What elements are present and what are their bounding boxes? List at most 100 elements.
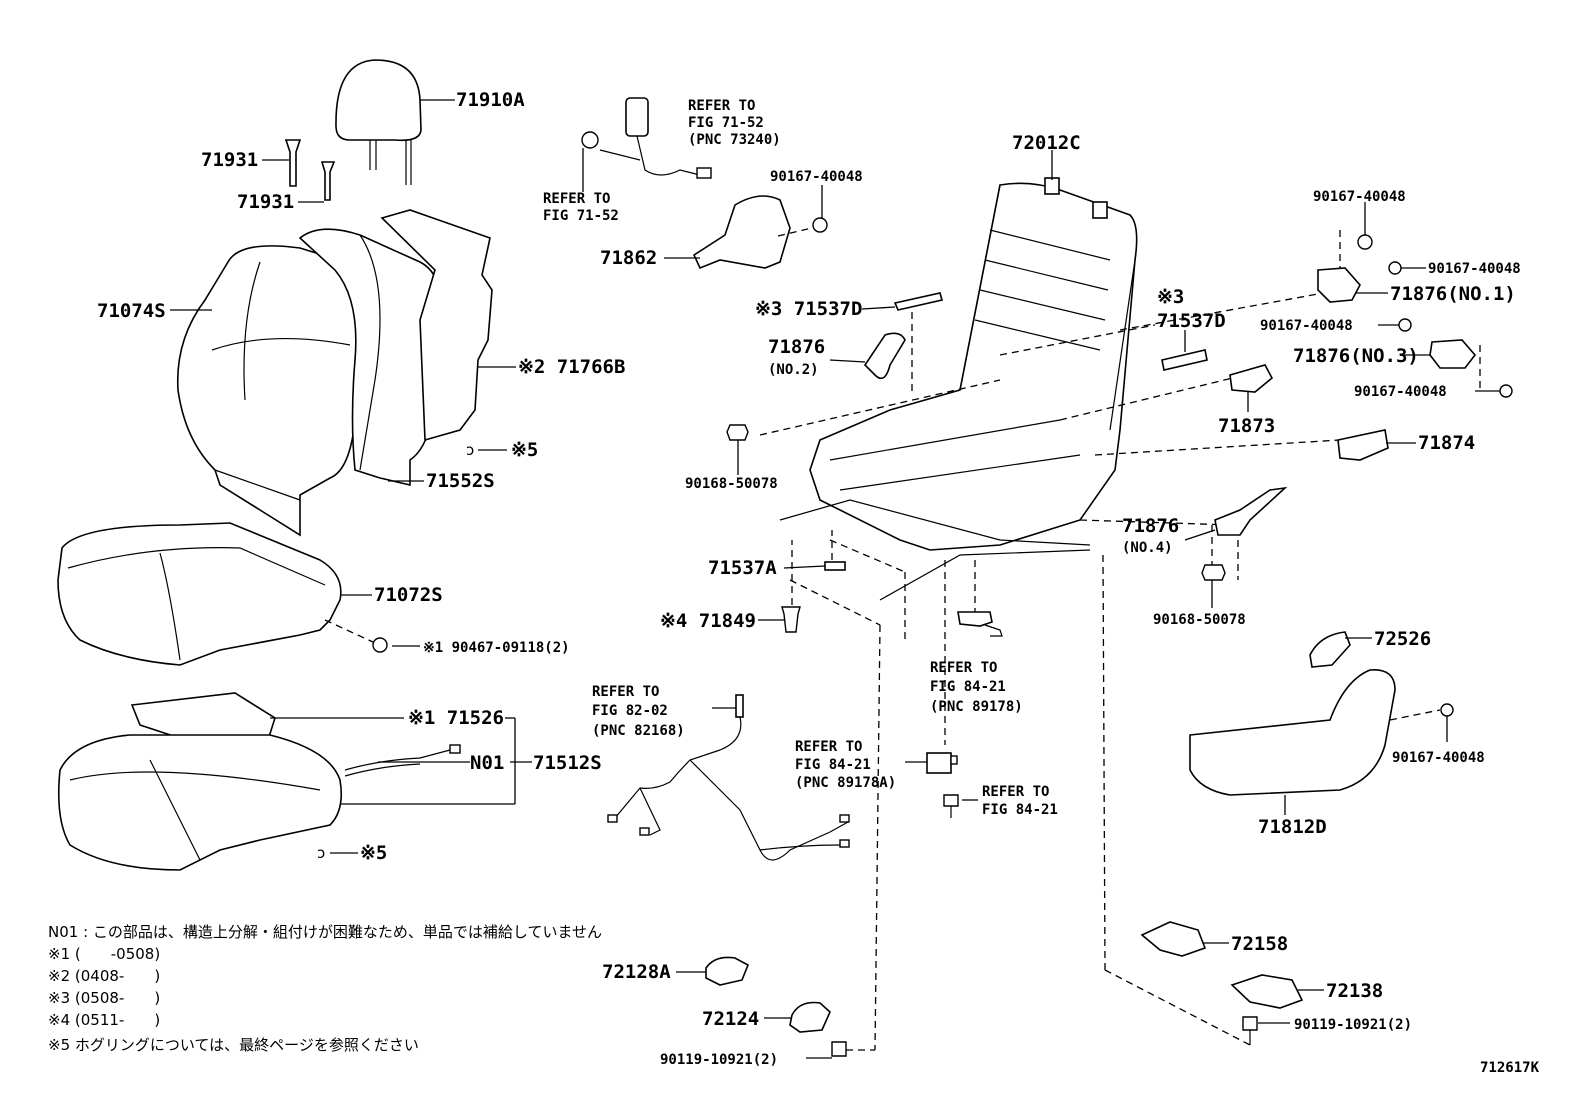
- ref-anchor-line2: FIG 71-52: [543, 208, 619, 224]
- label-N01: N01: [470, 752, 504, 774]
- label-71849: ※4 71849: [660, 610, 756, 632]
- label-71876-no2-sub: (NO.2): [768, 362, 819, 378]
- ref-belt-line1: REFER TO: [688, 98, 755, 114]
- cover-71876-no3-icon: [1429, 339, 1477, 369]
- label-71537D-left: ※3 71537D: [755, 298, 862, 320]
- seat-heater-icon: [344, 744, 461, 777]
- screw-icon: [1357, 234, 1373, 250]
- label-71526: ※1 71526: [408, 707, 504, 729]
- cap-72124-icon: [789, 1001, 831, 1033]
- screw-icon: [1388, 261, 1402, 275]
- label-71876-no4: 71876: [1122, 515, 1179, 537]
- label-71931-lower: 71931: [237, 191, 294, 213]
- label-90119-10921-left: 90119-10921(2): [660, 1052, 778, 1068]
- note-5: ※5 ホグリングについては、最終ページを参照ください: [48, 1036, 419, 1054]
- label-90167-40048-top: 90167-40048: [770, 169, 863, 185]
- label-90467-09118: ※1 90467-09118(2): [423, 640, 570, 656]
- seatback-cover-icon: [176, 245, 364, 537]
- label-72158: 72158: [1231, 933, 1288, 955]
- ref-harness-line3: (PNC 82168): [592, 723, 685, 739]
- screw-icon: [1499, 384, 1513, 398]
- knob-72526-icon: [1309, 631, 1351, 668]
- label-71537A: 71537A: [708, 557, 777, 579]
- label-72128A: 72128A: [602, 961, 671, 983]
- label-72012C: 72012C: [1012, 132, 1081, 154]
- cover-72138-icon: [1230, 974, 1304, 1009]
- cushion-cover-icon: [57, 522, 342, 666]
- label-71812D: 71812D: [1258, 816, 1327, 838]
- label-71072S: 71072S: [374, 584, 443, 606]
- label-90119-10921-right: 90119-10921(2): [1294, 1017, 1412, 1033]
- ref-switch-line2: FIG 84-21: [795, 757, 871, 773]
- screw-icon: [812, 217, 828, 233]
- ref-harness-line1: REFER TO: [592, 684, 659, 700]
- note-4: ※4 (0511- ): [48, 1011, 160, 1029]
- strip-71537D-icon: [893, 292, 944, 311]
- label-72124: 72124: [702, 1008, 759, 1030]
- cap-72128A-icon: [705, 956, 750, 986]
- pad-71537A-icon: [824, 561, 846, 571]
- hog-ring-icon: ↄ: [466, 441, 474, 459]
- note-N01: N01 : この部品は、構造上分解・組付けが困難なため、単品では補給していません: [48, 923, 602, 941]
- label-71074S: 71074S: [97, 300, 166, 322]
- wire-harness-icon: [607, 694, 850, 861]
- label-71876-no2: 71876: [768, 336, 825, 358]
- label-hog-ring-lower: ※5: [360, 842, 387, 864]
- headrest-support-icon: [284, 139, 336, 201]
- label-71512S: 71512S: [533, 752, 602, 774]
- label-90167-40048-r3: 90167-40048: [1260, 318, 1353, 334]
- label-71876-no1: 71876(NO.1): [1390, 283, 1516, 305]
- label-71931-upper: 71931: [201, 149, 258, 171]
- bolt-icon: [831, 1041, 875, 1057]
- seatbelt-buckle-icon: [581, 97, 712, 179]
- footnotes: N01 : この部品は、構造上分解・組付けが困難なため、単品では補給していません…: [48, 923, 602, 1054]
- ref-sensor-line1: REFER TO: [930, 660, 997, 676]
- ref-sensor-line2: FIG 84-21: [930, 679, 1006, 695]
- cushion-assembly-icon: [57, 734, 343, 871]
- cover-71876-no2-icon: [863, 332, 906, 380]
- ref-sensor-line3: (PNC 89178): [930, 699, 1023, 715]
- label-71876-no3: 71876(NO.3): [1293, 345, 1419, 367]
- ref-belt-line3: (PNC 73240): [688, 132, 781, 148]
- side-cover-71862-icon: [692, 195, 791, 270]
- sensor-89178-icon: [957, 611, 1003, 637]
- screw-icon: [1201, 564, 1226, 581]
- screw-icon: [943, 794, 959, 818]
- label-71552S: 71552S: [426, 470, 495, 492]
- label-71874: 71874: [1418, 432, 1475, 454]
- bolt-71849-icon: [781, 606, 801, 633]
- seatback-board-icon: [380, 209, 493, 442]
- cover-72158-icon: [1140, 921, 1207, 957]
- label-90167-40048-r1: 90167-40048: [1313, 189, 1406, 205]
- bracket-71873-icon: [1229, 364, 1274, 393]
- hog-ring-icon: ↄ: [317, 844, 325, 862]
- label-71873: 71873: [1218, 415, 1275, 437]
- cover-71876-no1-icon: [1317, 267, 1361, 303]
- label-72138: 72138: [1326, 980, 1383, 1002]
- label-90167-40048-r5: 90167-40048: [1392, 750, 1485, 766]
- bracket-71874-icon: [1337, 429, 1389, 461]
- shield-71812D-icon: [1189, 669, 1396, 796]
- switch-89178A-icon: [926, 752, 958, 774]
- ref-belt-line2: FIG 71-52: [688, 115, 764, 131]
- ref-switch-line3: (PNC 89178A): [795, 775, 896, 791]
- cover-71876-no4-icon: [1214, 486, 1288, 536]
- note-2: ※2 (0408- ): [48, 967, 160, 985]
- figure-code: 712617K: [1480, 1060, 1540, 1076]
- clip-icon: [372, 637, 388, 653]
- ref-switch-line1: REFER TO: [795, 739, 862, 755]
- headrest-icon: [335, 59, 422, 185]
- strip-71537D-icon: [1161, 349, 1208, 371]
- label-90168-50078-left: 90168-50078: [685, 476, 778, 492]
- ref-bolt-line2: FIG 84-21: [982, 802, 1058, 818]
- note-1: ※1 ( -0508): [48, 945, 160, 963]
- label-71537D-right: 71537D: [1157, 310, 1226, 332]
- label-71537D-right-mark: ※3: [1157, 286, 1184, 308]
- ref-anchor-line1: REFER TO: [543, 191, 610, 207]
- label-90167-40048-r4: 90167-40048: [1354, 384, 1447, 400]
- label-90168-50078-right: 90168-50078: [1153, 612, 1246, 628]
- label-71910A: 71910A: [456, 89, 525, 111]
- label-hog-ring-upper: ※5: [511, 439, 538, 461]
- ref-bolt-line1: REFER TO: [982, 784, 1049, 800]
